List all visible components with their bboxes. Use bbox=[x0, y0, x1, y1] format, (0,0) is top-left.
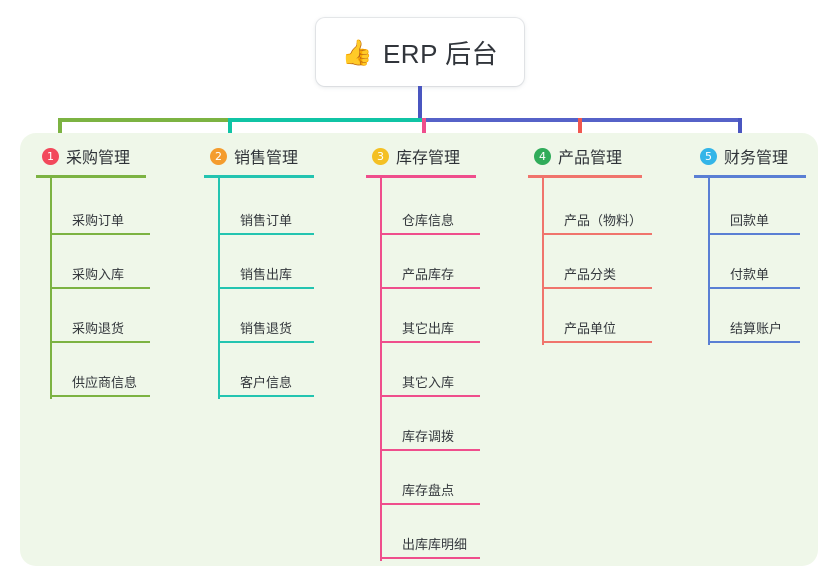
list-item[interactable]: 付款单 bbox=[708, 259, 800, 289]
list-item[interactable]: 采购入库 bbox=[50, 259, 150, 289]
list-item[interactable]: 产品库存 bbox=[380, 259, 480, 289]
list-item[interactable]: 出库库明细 bbox=[380, 529, 480, 559]
list-item-label: 产品单位 bbox=[564, 321, 617, 336]
trunk-line bbox=[418, 86, 422, 122]
root-node-erp-backend[interactable]: 👍 ERP 后台 bbox=[316, 18, 524, 86]
list-item-label: 其它入库 bbox=[402, 375, 455, 390]
module-header-sales[interactable]: 2 销售管理 bbox=[204, 145, 298, 167]
list-item-label: 出库库明细 bbox=[402, 537, 468, 552]
list-item-label: 采购订单 bbox=[72, 213, 125, 228]
list-item-rule bbox=[218, 233, 314, 235]
list-item[interactable]: 销售出库 bbox=[218, 259, 314, 289]
module-column-sales: 2 销售管理销售订单销售出库销售退货客户信息 bbox=[204, 145, 314, 399]
module-spine-finance bbox=[708, 178, 710, 345]
list-item-label: 付款单 bbox=[730, 267, 770, 282]
module-header-rule-purchase bbox=[36, 175, 146, 178]
modules-panel bbox=[20, 133, 818, 566]
list-item-label: 仓库信息 bbox=[402, 213, 455, 228]
module-header-purchase[interactable]: 1 采购管理 bbox=[36, 145, 130, 167]
module-column-finance: 5 财务管理回款单付款单结算账户 bbox=[694, 145, 806, 345]
list-item-label: 销售退货 bbox=[240, 321, 293, 336]
number-badge-3: 3 bbox=[372, 147, 389, 165]
list-item-rule bbox=[380, 341, 480, 343]
list-item[interactable]: 采购订单 bbox=[50, 205, 150, 235]
list-item-label: 回款单 bbox=[730, 213, 770, 228]
list-item-label: 库存调拨 bbox=[402, 429, 455, 444]
module-column-purchase: 1 采购管理采购订单采购入库采购退货供应商信息 bbox=[36, 145, 150, 399]
module-title-purchase: 采购管理 bbox=[66, 150, 131, 167]
list-item[interactable]: 库存盘点 bbox=[380, 475, 480, 505]
list-item-label: 其它出库 bbox=[402, 321, 455, 336]
list-item-rule bbox=[218, 341, 314, 343]
module-header-rule-finance bbox=[694, 175, 806, 178]
list-item[interactable]: 供应商信息 bbox=[50, 367, 150, 397]
module-column-inventory: 3 库存管理仓库信息产品库存其它出库其它入库库存调拨库存盘点出库库明细 bbox=[366, 145, 480, 561]
module-title-inventory: 库存管理 bbox=[396, 150, 461, 167]
list-item-rule bbox=[50, 341, 150, 343]
list-item-rule bbox=[50, 287, 150, 289]
list-item-rule bbox=[380, 395, 480, 397]
module-header-product[interactable]: 4 产品管理 bbox=[528, 145, 622, 167]
list-item-rule bbox=[50, 233, 150, 235]
list-item-rule bbox=[542, 287, 652, 289]
list-item-rule bbox=[542, 233, 652, 235]
list-item[interactable]: 客户信息 bbox=[218, 367, 314, 397]
module-header-rule-sales bbox=[204, 175, 314, 178]
list-item[interactable]: 结算账户 bbox=[708, 313, 800, 343]
module-header-rule-product bbox=[528, 175, 642, 178]
list-item-label: 产品库存 bbox=[402, 267, 455, 282]
module-header-inventory[interactable]: 3 库存管理 bbox=[366, 145, 460, 167]
list-item-label: 库存盘点 bbox=[402, 483, 455, 498]
module-title-finance: 财务管理 bbox=[724, 150, 789, 167]
number-badge-4: 4 bbox=[534, 147, 551, 165]
list-item-rule bbox=[708, 341, 800, 343]
number-badge-5: 5 bbox=[700, 147, 717, 165]
bar-teal bbox=[230, 118, 424, 122]
list-item-label: 采购入库 bbox=[72, 267, 125, 282]
module-title-sales: 销售管理 bbox=[234, 150, 299, 167]
number-badge-2: 2 bbox=[210, 147, 227, 165]
module-column-product: 4 产品管理产品（物料） 产品分类产品单位 bbox=[528, 145, 652, 345]
list-item-rule bbox=[542, 341, 652, 343]
page-title: ERP 后台 bbox=[382, 38, 499, 69]
list-item-rule bbox=[218, 395, 314, 397]
list-item-label: 销售出库 bbox=[240, 267, 293, 282]
module-spine-product bbox=[542, 178, 544, 345]
list-item-label: 结算账户 bbox=[730, 321, 783, 336]
module-header-rule-inventory bbox=[366, 175, 476, 178]
list-item[interactable]: 产品单位 bbox=[542, 313, 652, 343]
list-item-label: 客户信息 bbox=[240, 375, 293, 390]
list-item[interactable]: 销售订单 bbox=[218, 205, 314, 235]
list-item-label: 采购退货 bbox=[72, 321, 125, 336]
list-item[interactable]: 采购退货 bbox=[50, 313, 150, 343]
list-item-rule bbox=[380, 557, 480, 559]
list-item-rule bbox=[50, 395, 150, 397]
module-title-product: 产品管理 bbox=[558, 150, 623, 167]
list-item-rule bbox=[218, 287, 314, 289]
module-header-finance[interactable]: 5 财务管理 bbox=[694, 145, 788, 167]
list-item-label: 产品（物料） bbox=[564, 213, 643, 228]
list-item[interactable]: 其它出库 bbox=[380, 313, 480, 343]
list-item-rule bbox=[708, 287, 800, 289]
list-item-label: 产品分类 bbox=[564, 267, 617, 282]
list-item-rule bbox=[380, 449, 480, 451]
list-item-rule bbox=[380, 233, 480, 235]
list-item-label: 供应商信息 bbox=[72, 375, 138, 390]
list-item[interactable]: 产品（物料） bbox=[542, 205, 652, 235]
list-item[interactable]: 库存调拨 bbox=[380, 421, 480, 451]
module-spine-inventory bbox=[380, 178, 382, 561]
list-item[interactable]: 产品分类 bbox=[542, 259, 652, 289]
list-item[interactable]: 仓库信息 bbox=[380, 205, 480, 235]
list-item-label: 销售订单 bbox=[240, 213, 293, 228]
thumbs-up-icon: 👍 bbox=[341, 37, 373, 67]
number-badge-1: 1 bbox=[42, 147, 59, 165]
list-item-rule bbox=[380, 287, 480, 289]
list-item[interactable]: 销售退货 bbox=[218, 313, 314, 343]
bar-green bbox=[58, 118, 230, 122]
list-item-rule bbox=[708, 233, 800, 235]
list-item[interactable]: 回款单 bbox=[708, 205, 800, 235]
list-item[interactable]: 其它入库 bbox=[380, 367, 480, 397]
bar-blue bbox=[424, 118, 742, 122]
list-item-rule bbox=[380, 503, 480, 505]
